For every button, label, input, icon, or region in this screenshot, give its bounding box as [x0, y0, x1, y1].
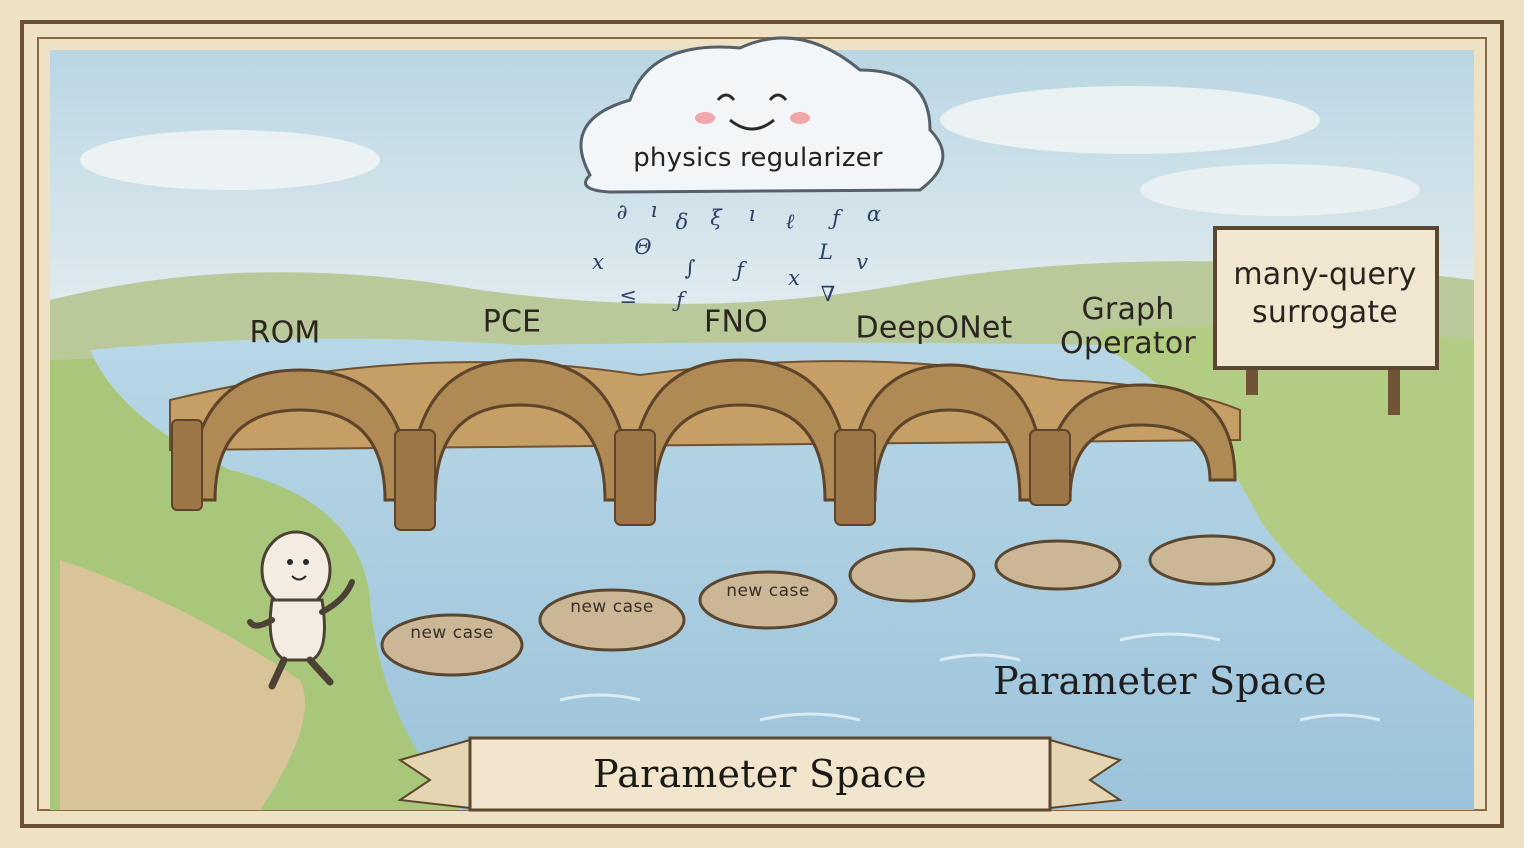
stepping-stone [994, 539, 1122, 591]
bridge-label-pce: PCE [482, 304, 542, 340]
bridge-arches [188, 358, 1237, 502]
math-symbol: ı [650, 198, 658, 222]
math-symbol: Θ [634, 235, 652, 259]
math-symbol: ƒ [736, 258, 744, 282]
sign-label: many-query surrogate [1233, 257, 1417, 330]
math-symbol: ℓ [785, 209, 795, 234]
math-symbol: ξ [710, 206, 722, 230]
cloud-label: physics regularizer [633, 143, 883, 173]
stepping-stone [698, 570, 838, 630]
math-symbol: ∫ [684, 256, 696, 280]
dirt-path [60, 560, 305, 810]
bottom-banner [397, 736, 1123, 812]
math-symbol: x [592, 250, 604, 274]
math-symbol: ƒ [832, 206, 840, 230]
stone-label-2: new case [570, 597, 654, 617]
math-symbol: ı [748, 202, 756, 226]
math-symbol: δ [675, 210, 689, 234]
bridge-label-rom: ROM [249, 315, 321, 351]
math-symbol: ∂ [616, 200, 628, 224]
math-symbol: x [788, 266, 800, 290]
stone-label-3: new case [726, 581, 810, 601]
stepping-stone [538, 588, 686, 652]
math-symbol: α [866, 202, 882, 226]
bridge-label-graph-operator: Graph Operator [1060, 292, 1196, 361]
banner-label: Parameter Space [593, 752, 927, 796]
bridge-label-deeponet: DeepONet [855, 310, 1013, 346]
stepping-stone [1148, 534, 1276, 586]
math-symbol: ≤ [619, 284, 637, 308]
signpost [1213, 226, 1439, 415]
little-character [247, 530, 355, 690]
math-symbol: L [819, 240, 833, 264]
stepping-stone [848, 547, 976, 603]
background-cloud [80, 130, 380, 190]
stone-label-1: new case [410, 623, 494, 643]
background-cloud [1140, 164, 1420, 216]
frame-outer [20, 20, 1504, 828]
bridge-piers [171, 419, 1071, 531]
smiling-face-icon [695, 93, 810, 131]
math-symbol: ∇ [820, 282, 836, 306]
math-symbol: v [856, 250, 868, 274]
background-cloud [940, 86, 1320, 154]
stepping-stones [380, 534, 1276, 677]
math-symbol: ƒ [676, 288, 684, 312]
physics-cloud [579, 36, 945, 194]
river-label: Parameter Space [993, 659, 1327, 703]
stepping-stone [380, 613, 524, 677]
bridge-label-fno: FNO [704, 304, 768, 340]
